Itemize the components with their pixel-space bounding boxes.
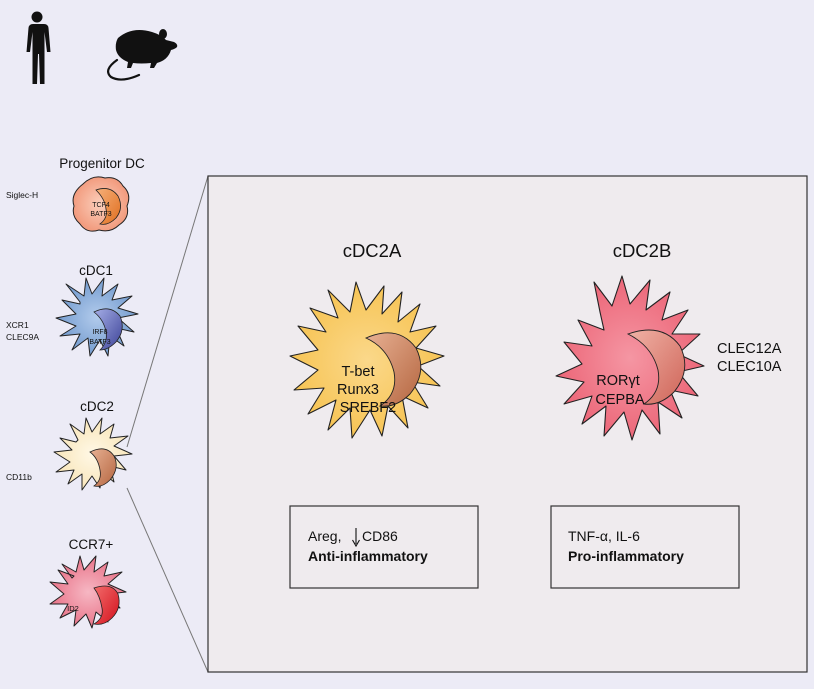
ccr7-title: CCR7+ <box>69 537 114 552</box>
cdc2b-nucleus <box>626 329 686 405</box>
svg-text:IRF8: IRF8 <box>92 329 107 336</box>
svg-text:T-bet: T-bet <box>341 364 374 380</box>
progenitor-marker: Siglec-H <box>6 190 38 200</box>
cdc2b-title: cDC2B <box>613 240 672 261</box>
cdc2a-nucleus <box>364 332 422 407</box>
cdc2a-cell: T-bet Runx3 SREBF2 <box>289 281 445 439</box>
progenitor-nucleus <box>95 188 121 225</box>
svg-text:BATF3: BATF3 <box>89 339 110 346</box>
cdc2-subset-panel <box>207 175 808 673</box>
cdc1-cell: IRF8 BATF3 <box>55 277 139 357</box>
cdc2a-box-line1-suffix: CD86 <box>362 528 398 544</box>
cdc2-cell <box>53 417 133 491</box>
cdc1-nucleus <box>93 308 123 351</box>
cdc1-marker-line1: XCR1 <box>6 320 29 330</box>
svg-text:RORγt: RORγt <box>596 373 640 389</box>
human-silhouette-icon <box>26 11 51 84</box>
cdc2-title: cDC2 <box>80 399 114 414</box>
svg-text:Runx3: Runx3 <box>337 382 379 398</box>
cdc1-title: cDC1 <box>79 263 113 278</box>
down-arrow-icon <box>352 528 360 548</box>
svg-text:TCF4: TCF4 <box>92 202 110 209</box>
ccr7-cell: ID2 <box>49 555 127 629</box>
progenitor-cell: TCF4 BATF3 <box>72 176 130 232</box>
cdc2-nucleus <box>89 448 117 487</box>
svg-text:SREBF2: SREBF2 <box>340 400 396 416</box>
cdc2-marker: CD11b <box>6 472 32 482</box>
cdc2b-box-line1: TNF-α, IL-6 <box>568 528 640 544</box>
cdc2b-cell: RORγt CEPBA <box>555 275 705 441</box>
cdc2b-marker-line1: CLEC12A <box>717 341 782 357</box>
cdc2a-box-line2: Anti-inflammatory <box>308 548 428 564</box>
cdc2b-function-box: TNF-α, IL-6 Pro-inflammatory <box>550 505 740 589</box>
ccr7-nucleus <box>92 585 120 625</box>
cdc2b-marker-line2: CLEC10A <box>717 359 782 375</box>
svg-text:CEPBA: CEPBA <box>595 392 644 408</box>
cdc2b-box-line2: Pro-inflammatory <box>568 548 684 564</box>
cdc2a-box-line1-prefix: Areg, <box>308 528 341 544</box>
cdc1-marker-line2: CLEC9A <box>6 332 39 342</box>
cdc2a-title: cDC2A <box>343 240 402 261</box>
svg-text:ID2: ID2 <box>67 604 79 613</box>
progenitor-title: Progenitor DC <box>59 156 145 171</box>
zoom-line-top <box>126 175 209 448</box>
mouse-silhouette-icon <box>107 29 178 81</box>
zoom-line-bottom <box>126 487 209 673</box>
svg-text:BATF3: BATF3 <box>90 211 111 218</box>
cdc2a-function-box: Areg, CD86 Anti-inflammatory <box>289 505 479 589</box>
